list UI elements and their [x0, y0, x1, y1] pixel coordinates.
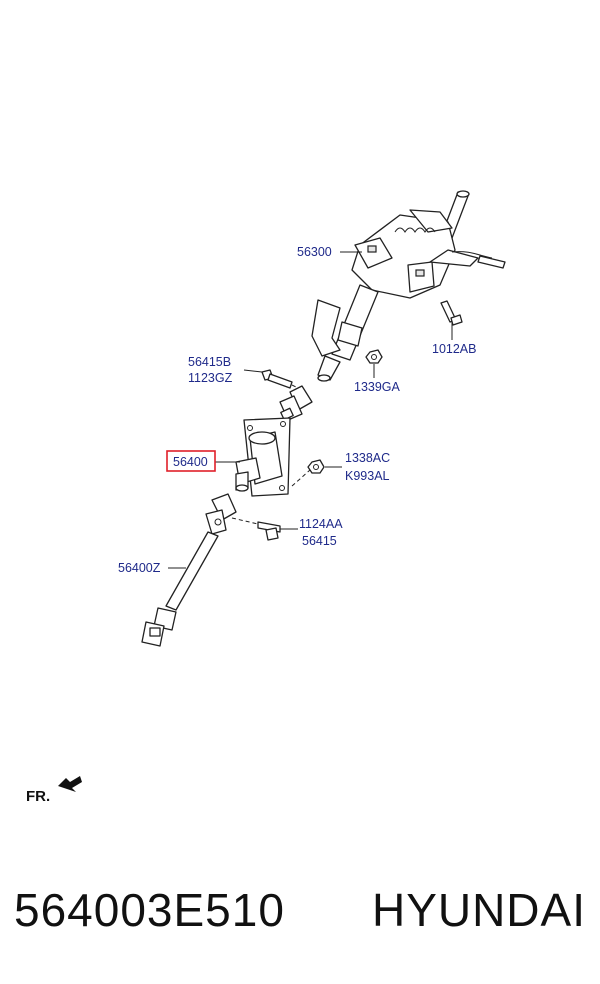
- leader-lines: [168, 251, 453, 569]
- eps-motor-unit: [235, 417, 291, 497]
- label-1012ab: 1012AB: [432, 342, 476, 356]
- label-1338ac: 1338AC: [345, 451, 390, 465]
- bolt-56415b: [261, 369, 293, 389]
- steering-column-diagram: 56300 1012AB 56415B 1123GZ 1339GA 56400 …: [26, 190, 506, 805]
- label-1339ga: 1339GA: [354, 380, 401, 394]
- nut-1339ga: [365, 349, 383, 364]
- brand-name: HYUNDAI: [371, 884, 586, 936]
- part-number: 564003E510: [14, 884, 285, 936]
- front-label: FR.: [26, 788, 50, 805]
- universal-joint-upper: [279, 385, 313, 421]
- front-arrow-icon: [58, 776, 82, 792]
- label-56300: 56300: [297, 245, 332, 259]
- label-56400z: 56400Z: [118, 561, 161, 575]
- intermediate-shaft: [141, 493, 237, 647]
- label-56415b: 56415B: [188, 355, 231, 369]
- label-1124aa: 1124AA: [299, 517, 343, 531]
- nut-1338ac: [307, 459, 325, 474]
- label-1123gz: 1123GZ: [188, 371, 233, 385]
- footer: 564003E510 HYUNDAI: [0, 875, 600, 945]
- bolt-1012ab: [440, 300, 463, 326]
- label-56415: 56415: [302, 534, 337, 548]
- front-direction-indicator: FR.: [26, 776, 82, 805]
- highlight-box-56400: [166, 450, 216, 472]
- label-k993al: K993AL: [345, 469, 390, 483]
- steering-column-assembly: [311, 190, 506, 382]
- bolt-1124aa: [257, 521, 281, 541]
- label-56400[interactable]: 56400: [173, 455, 208, 469]
